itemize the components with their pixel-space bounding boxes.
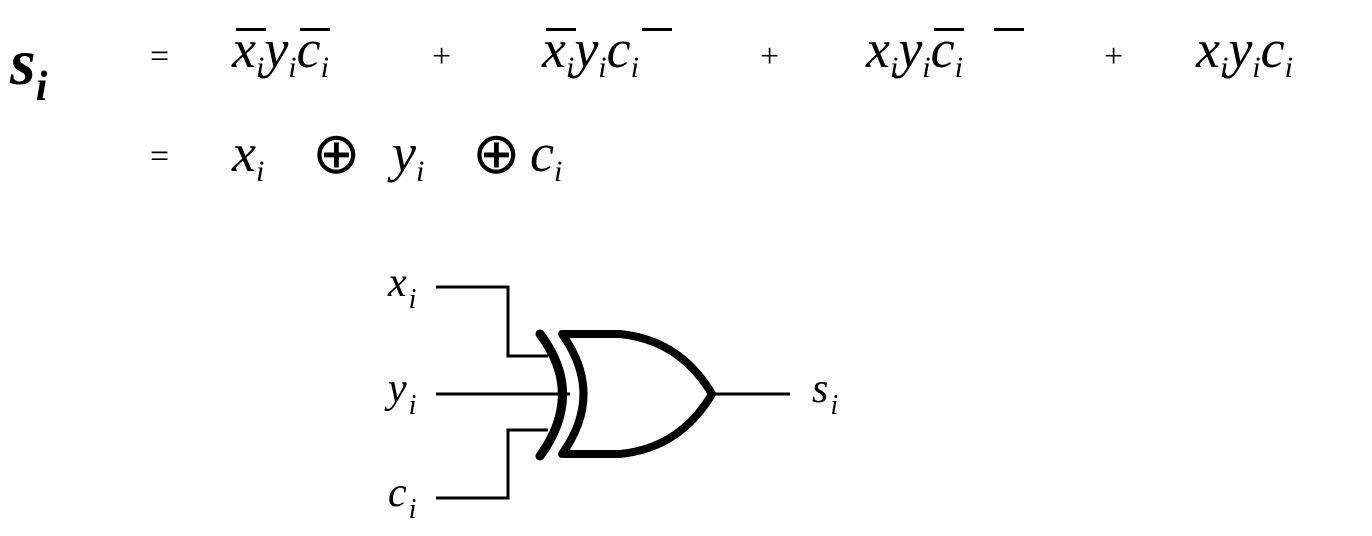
xor-term-c: ci [530, 123, 563, 188]
term-1: xiyici [232, 19, 329, 84]
overbar-c [994, 28, 1024, 31]
term-4: xiyici [1196, 19, 1293, 84]
xor-gate-body [558, 330, 716, 458]
wire-c [436, 428, 548, 500]
plus-1: + [432, 38, 452, 75]
wire-x [436, 285, 548, 358]
term-3: xiyici [866, 19, 963, 84]
overbar-x [236, 28, 266, 31]
plus-2: + [760, 38, 780, 75]
overbar-y [934, 28, 964, 31]
label-x-input: xi [388, 260, 417, 315]
overbar-x [546, 28, 576, 31]
label-y-input: yi [388, 366, 417, 421]
overbar-y [300, 28, 330, 31]
lhs-s: si [10, 26, 48, 110]
plus-3: + [1104, 38, 1124, 75]
xor-back-curve [535, 329, 567, 461]
xor-term-x: xi [232, 123, 265, 188]
xor-operator-2: ⊕ [472, 119, 521, 187]
label-s-output: si [812, 366, 839, 421]
term-2: xiyici [542, 19, 639, 84]
equals-sign-1: = [150, 38, 170, 75]
xor-term-y: yi [392, 123, 425, 188]
sum-equation: si = = xiyici + xiyici + xiyici + xiyici… [0, 0, 1372, 200]
overbar-c [642, 28, 672, 31]
equals-sign-2: = [150, 138, 170, 175]
label-c-input: ci [388, 470, 417, 525]
xor-operator-1: ⊕ [312, 119, 361, 187]
